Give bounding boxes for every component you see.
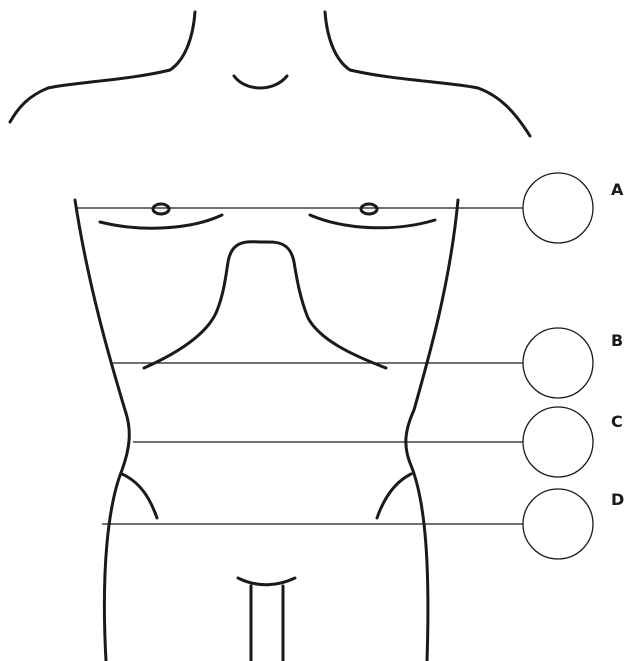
right-nipple <box>361 204 377 214</box>
torso <box>75 200 458 661</box>
rib-cage-outline <box>144 242 386 368</box>
level-a: A <box>75 173 624 243</box>
level-b-label: B <box>611 331 623 350</box>
level-c: C <box>133 407 623 477</box>
level-a-label: A <box>611 180 624 199</box>
level-a-circle <box>523 173 593 243</box>
level-b: B <box>113 328 623 398</box>
right-torso-outline <box>406 200 458 661</box>
left-pectoral-line <box>100 215 222 228</box>
right-neck-shoulder-outline <box>325 12 530 136</box>
left-neck-shoulder-outline <box>10 12 195 122</box>
chest <box>100 204 435 368</box>
sternal-notch <box>234 76 287 88</box>
pelvis <box>122 474 411 661</box>
level-c-circle <box>523 407 593 477</box>
neck-shoulders <box>10 12 530 136</box>
left-torso-outline <box>75 200 129 661</box>
level-b-circle <box>523 328 593 398</box>
level-d-circle <box>523 489 593 559</box>
left-hip-line <box>122 474 157 518</box>
level-d: D <box>102 489 624 559</box>
level-c-label: C <box>611 412 623 431</box>
level-d-label: D <box>611 490 624 509</box>
right-hip-line <box>377 474 411 518</box>
measurement-levels: A B C D <box>75 173 624 559</box>
right-pectoral-line <box>310 215 435 228</box>
left-nipple <box>153 204 169 214</box>
groin-curve <box>238 578 295 585</box>
